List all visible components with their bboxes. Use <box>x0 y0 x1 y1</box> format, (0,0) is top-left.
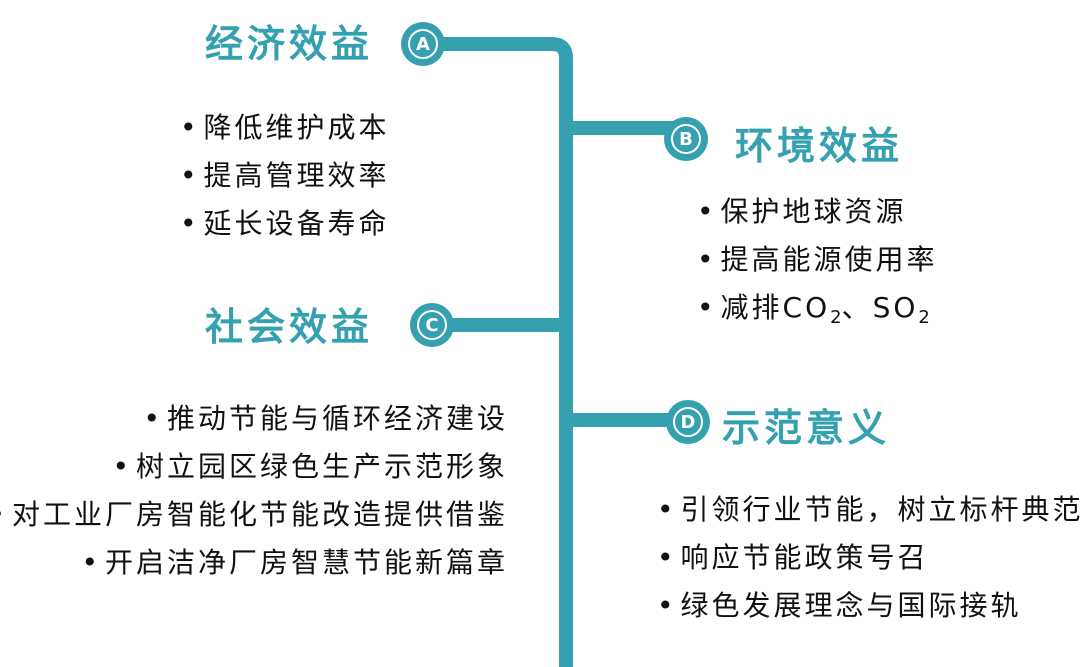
list-item: •推动节能与循环经济建设 <box>143 402 508 435</box>
badge-letter-d: D <box>681 412 696 433</box>
badge-letter-a: A <box>416 34 430 55</box>
badge-letter-b: B <box>679 129 693 150</box>
section-b-title: 环境效益 <box>735 124 904 168</box>
list-item: •提高能源使用率 <box>697 243 938 276</box>
badge-c: C <box>410 303 454 347</box>
badge-letter-c: C <box>425 315 438 336</box>
list-item: •减排CO2、SO2 <box>697 291 930 328</box>
section-a-list: •降低维护成本 •提高管理效率 •延长设备寿命 <box>180 104 390 248</box>
list-item: •开启洁净厂房智慧节能新篇章 <box>81 546 508 579</box>
section-d-list: •引领行业节能，树立标杆典范 •响应节能政策号召 •绿色发展理念与国际接轨 <box>657 486 1080 630</box>
list-item: •对工业厂房智能化节能改造提供借鉴 <box>0 498 508 531</box>
list-item: •保护地球资源 <box>697 195 907 228</box>
section-a-title: 经济效益 <box>205 22 374 66</box>
list-item: •响应节能政策号召 <box>657 541 929 574</box>
list-item: •绿色发展理念与国际接轨 <box>657 589 1022 622</box>
badge-d: D <box>666 400 710 444</box>
section-d-title: 示范意义 <box>722 406 891 450</box>
badge-a: A <box>401 22 445 66</box>
list-item: •提高管理效率 <box>180 159 390 192</box>
list-item: •降低维护成本 <box>180 111 390 144</box>
list-item: •树立园区绿色生产示范形象 <box>112 450 508 483</box>
badge-b: B <box>664 117 708 161</box>
section-b-list: •保护地球资源 •提高能源使用率 •减排CO2、SO2 <box>697 188 938 342</box>
list-item: •延长设备寿命 <box>180 207 390 240</box>
section-c-list: •推动节能与循环经济建设 •树立园区绿色生产示范形象 •对工业厂房智能化节能改造… <box>0 395 508 587</box>
section-c-title: 社会效益 <box>205 305 374 349</box>
list-item: •引领行业节能，树立标杆典范 <box>657 493 1080 526</box>
connector-a <box>433 37 573 667</box>
